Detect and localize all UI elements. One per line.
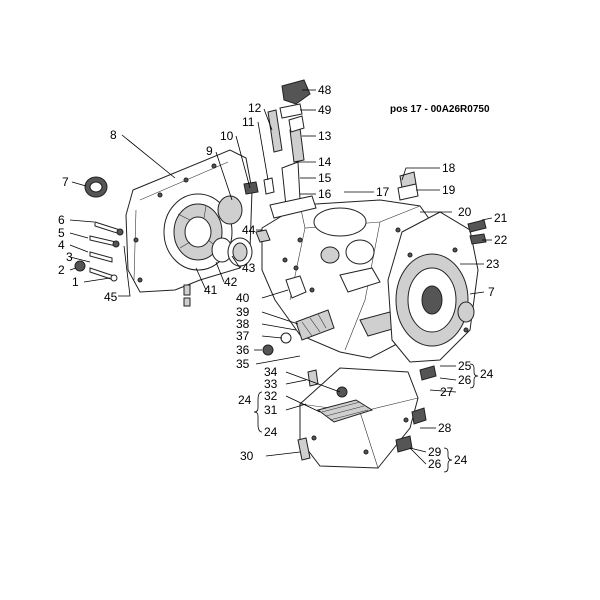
callout-6: 6 bbox=[58, 213, 65, 227]
callout-41: 41 bbox=[204, 283, 218, 297]
callout-48: 48 bbox=[318, 83, 332, 97]
callout-12: 12 bbox=[248, 101, 262, 115]
callout-8: 8 bbox=[110, 128, 117, 142]
callout-22: 22 bbox=[494, 233, 508, 247]
callout-13: 13 bbox=[318, 129, 332, 143]
callout-numbers: 48 49 12 11 10 9 8 7 13 14 15 16 17 18 1… bbox=[58, 83, 508, 471]
callout-40: 40 bbox=[236, 291, 250, 305]
callout-5: 5 bbox=[58, 226, 65, 240]
callout-21: 21 bbox=[494, 211, 508, 225]
callout-36: 36 bbox=[236, 343, 250, 357]
callout-43: 43 bbox=[242, 261, 256, 275]
callout-3: 3 bbox=[66, 250, 73, 264]
reference-code: pos 17 - 00A26R0750 bbox=[390, 104, 490, 115]
callout-39: 39 bbox=[236, 305, 250, 319]
callout-49: 49 bbox=[318, 103, 332, 117]
callout-1: 1 bbox=[72, 275, 79, 289]
callout-11: 11 bbox=[242, 115, 255, 129]
callout-26-a: 26 bbox=[458, 373, 472, 387]
callout-24-d: 24 bbox=[454, 453, 468, 467]
callout-37: 37 bbox=[236, 329, 250, 343]
callout-42: 42 bbox=[224, 275, 238, 289]
callout-24-c: 24 bbox=[480, 367, 494, 381]
callout-35: 35 bbox=[236, 357, 250, 371]
callout-24-b: 24 bbox=[264, 425, 278, 439]
callout-26-b: 26 bbox=[428, 457, 442, 471]
callout-27: 27 bbox=[440, 385, 454, 399]
callout-19: 19 bbox=[442, 183, 456, 197]
callout-32: 32 bbox=[264, 389, 278, 403]
callout-20: 20 bbox=[458, 205, 472, 219]
callout-23: 23 bbox=[486, 257, 500, 271]
callout-14: 14 bbox=[318, 155, 332, 169]
callout-16: 16 bbox=[318, 187, 332, 201]
sender-13 bbox=[289, 127, 305, 163]
callout-28: 28 bbox=[438, 421, 452, 435]
callout-25: 25 bbox=[458, 359, 472, 373]
callout-7-right: 7 bbox=[488, 285, 495, 299]
callout-10: 10 bbox=[220, 129, 234, 143]
cap-48 bbox=[281, 79, 311, 105]
leader-lines bbox=[69, 89, 493, 473]
callout-7-left: 7 bbox=[62, 175, 69, 189]
callout-34: 34 bbox=[264, 365, 278, 379]
callout-33: 33 bbox=[264, 377, 278, 391]
callout-30: 30 bbox=[240, 449, 254, 463]
callout-15: 15 bbox=[318, 171, 332, 185]
callout-2: 2 bbox=[58, 263, 65, 277]
parts-drawing bbox=[74, 79, 487, 469]
callout-24-a: 24 bbox=[238, 393, 252, 407]
callout-9: 9 bbox=[206, 144, 213, 158]
callout-38: 38 bbox=[236, 317, 250, 331]
callout-31: 31 bbox=[264, 403, 278, 417]
callout-44: 44 bbox=[242, 223, 256, 237]
callout-45: 45 bbox=[104, 290, 118, 304]
left-fasteners bbox=[74, 221, 124, 282]
callout-18: 18 bbox=[442, 161, 456, 175]
callout-29: 29 bbox=[428, 445, 442, 459]
callout-17: 17 bbox=[376, 185, 390, 199]
callout-4: 4 bbox=[58, 238, 65, 252]
